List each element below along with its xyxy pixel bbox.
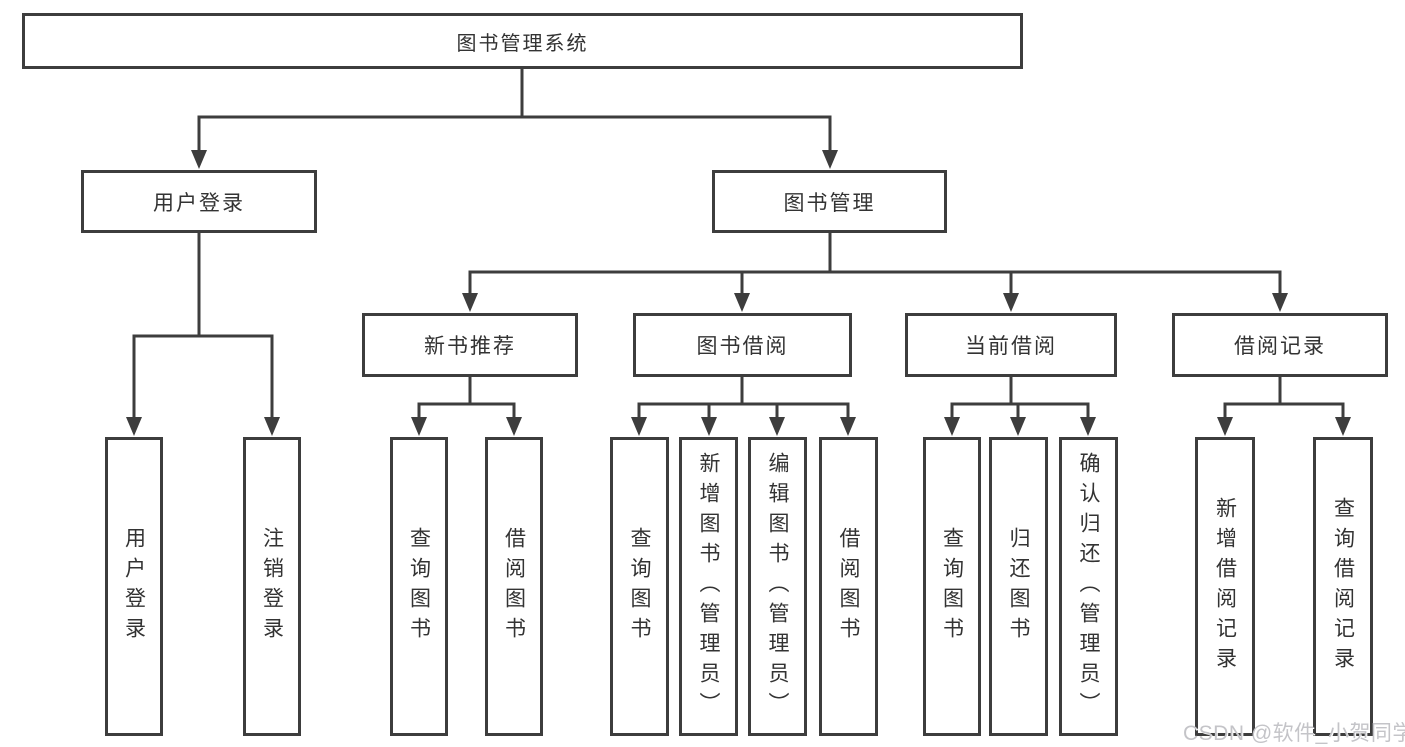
node-label: 图书管理 (783, 191, 876, 215)
node-label: 查询借阅记录 (1331, 496, 1355, 677)
leaf-borrow-books-1: 借阅图书 (485, 437, 543, 736)
leaf-confirm-return-admin: 确认归还（管理员） (1059, 437, 1118, 736)
node-label: 查询图书 (407, 526, 431, 647)
node-label: 借阅记录 (1234, 335, 1326, 358)
node-book-borrow: 图书借阅 (633, 313, 852, 377)
node-label: 借阅图书 (837, 526, 861, 647)
node-label: 新增借阅记录 (1213, 496, 1237, 677)
node-current-borrow: 当前借阅 (905, 313, 1117, 377)
leaf-return-book: 归还图书 (989, 437, 1048, 736)
leaf-query-books-1: 查询图书 (390, 437, 448, 736)
leaf-user-login: 用户登录 (105, 437, 163, 736)
node-label: 确认归还（管理员） (1077, 451, 1101, 722)
leaf-add-book-admin: 新增图书（管理员） (679, 437, 738, 736)
node-label: 图书借阅 (696, 335, 789, 358)
node-new-book-recommend: 新书推荐 (362, 313, 578, 377)
node-label: 归还图书 (1007, 526, 1031, 647)
node-user-login: 用户登录 (81, 170, 317, 233)
leaf-query-books-3: 查询图书 (923, 437, 981, 736)
node-label: 新书推荐 (424, 335, 516, 358)
node-label: 用户登录 (153, 191, 245, 215)
node-label: 编辑图书（管理员） (766, 451, 790, 722)
node-label: 查询图书 (628, 526, 652, 647)
node-library-management-system: 图书管理系统 (22, 13, 1023, 69)
node-label: 用户登录 (122, 526, 146, 647)
leaf-query-books-2: 查询图书 (610, 437, 669, 736)
leaf-query-borrow-record: 查询借阅记录 (1313, 437, 1373, 736)
csdn-watermark: CSDN @软件_小贺同学 (1183, 722, 1405, 745)
node-label: 借阅图书 (502, 526, 526, 647)
node-book-management: 图书管理 (712, 170, 947, 233)
leaf-borrow-books-2: 借阅图书 (819, 437, 878, 736)
node-label: 图书管理系统 (456, 32, 589, 55)
leaf-edit-book-admin: 编辑图书（管理员） (748, 437, 807, 736)
node-label: 新增图书（管理员） (697, 451, 721, 722)
node-label: 注销登录 (260, 526, 284, 647)
node-label: 当前借阅 (965, 335, 1057, 358)
node-borrow-records: 借阅记录 (1172, 313, 1388, 377)
leaf-add-borrow-record: 新增借阅记录 (1195, 437, 1255, 736)
node-label: 查询图书 (940, 526, 964, 647)
leaf-logout: 注销登录 (243, 437, 301, 736)
